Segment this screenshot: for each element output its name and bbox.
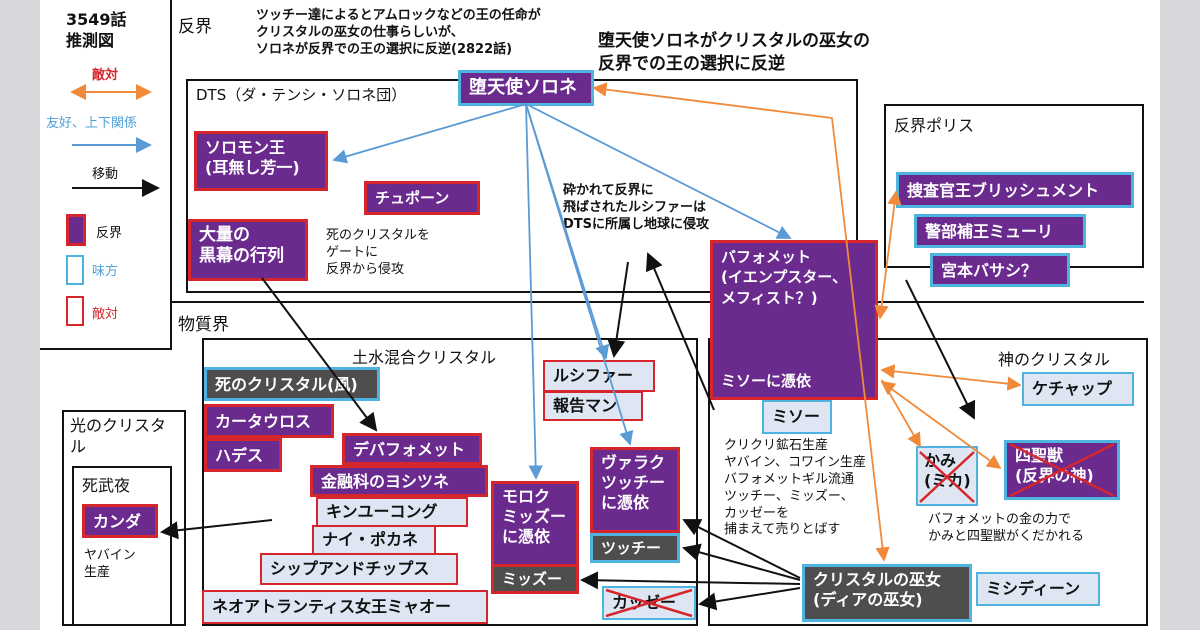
node-miko: クリスタルの巫女 (ディアの巫女) [802, 564, 972, 622]
node-yoshitsune: 金融科のヨシツネ [310, 465, 488, 497]
note-top: ツッチー達によるとアムロックなどの王の任命が クリスタルの巫女の仕事らしいが、 … [256, 8, 541, 57]
yabain-note: ヤバイン 生産 [84, 548, 136, 580]
left-margin [0, 0, 40, 630]
region-earth: 土水混合クリスタル [352, 348, 497, 367]
node-ketchup: ケチャップ [1022, 372, 1134, 406]
region-dts: DTS（ダ・テンシ・ソロネ団） [196, 86, 407, 104]
node-keibu: 警部補王ミューリ [914, 214, 1086, 248]
region-police: 反界ポリス [894, 116, 975, 135]
node-kanda: カンダ [82, 504, 158, 538]
legend-ally-swatch [66, 255, 84, 285]
node-solomon: ソロモン王 (耳無し芳一) [194, 131, 328, 191]
arrow-baphomet-kami [881, 379, 921, 448]
node-sorone: 堕天使ソロネ [458, 70, 594, 106]
node-neo: ネオアトランティス女王ミャオー [202, 590, 488, 624]
legend-hankai-swatch [66, 214, 86, 246]
node-hades: ハデス [204, 438, 282, 472]
gold-note: バフォメットの金の力で かみと四聖獣がくだかれる [928, 512, 1085, 544]
right-margin [1160, 0, 1200, 630]
arrow-lucifer-up [607, 261, 629, 358]
arrow-sorone-miko [592, 82, 890, 562]
arrow-miko-varak [682, 519, 801, 579]
legend-enemy-label: 敵対 [92, 68, 119, 83]
region-light: 光のクリスタル [70, 416, 167, 456]
legend-title: 3549話 推測図 [66, 10, 127, 50]
arrow-police-shiseijuu [905, 279, 976, 420]
arrow-miko-tsucchi [682, 543, 801, 581]
legend-friend-label: 友好、上下関係 [46, 116, 138, 131]
arrow-miko-kazze [698, 587, 801, 611]
node-ship: シップアンドチップス [260, 553, 458, 585]
arrow-baphomet-shiseijuu [880, 380, 1002, 470]
shibuya-frame [72, 466, 172, 626]
node-mizzu: ミッズー [491, 564, 579, 594]
arrow-sorone-baphomet [525, 103, 792, 239]
arrow-baphomet-police [874, 190, 902, 320]
legend-enemy2-label: 敵対 [92, 307, 119, 322]
arrow-varak-bapho [645, 252, 715, 411]
node-sousa: 捜査官王ブリッシュメント [896, 172, 1134, 208]
shibuya-label: 死武夜 [82, 476, 131, 495]
legend-hankai-label: 反界 [96, 226, 123, 241]
arrow-to-kanda [160, 519, 273, 540]
node-miyamoto: 宮本バサシ？ [930, 253, 1070, 287]
node-mishidin: ミシディーン [976, 572, 1100, 606]
region-busshitsu: 物質界 [178, 315, 229, 335]
node-kuromaku: 大量の 黒幕の行列 [188, 219, 308, 281]
node-kataurosu: カータウロス [204, 404, 334, 438]
note-headline: 堕天使ソロネがクリスタルの巫女の 反界での王の選択に反逆 [598, 31, 870, 74]
legend-box [40, 0, 172, 350]
legend-ally-label: 味方 [92, 264, 119, 279]
arrow-miko-mizzu [580, 571, 801, 590]
node-debafo: デバフォメット [342, 433, 482, 465]
arrow-kuromaku-debafo [261, 277, 378, 432]
legend-move-label: 移動 [92, 167, 119, 182]
arrow-sorone-lucifer [525, 103, 610, 360]
legend-enemy-swatch [66, 296, 84, 326]
arrow-sorone-morok [525, 103, 543, 480]
region-hankai: 反界 [178, 17, 212, 37]
node-morok: モロク ミッズー に憑依 [491, 481, 579, 567]
node-chupon: チュポーン [364, 181, 480, 215]
region-god: 神のクリスタル [998, 350, 1111, 369]
arrow-sorone-solomon [332, 103, 527, 164]
death-crystal-note: 死のクリスタルを ゲートに 反界から侵攻 [326, 228, 431, 277]
